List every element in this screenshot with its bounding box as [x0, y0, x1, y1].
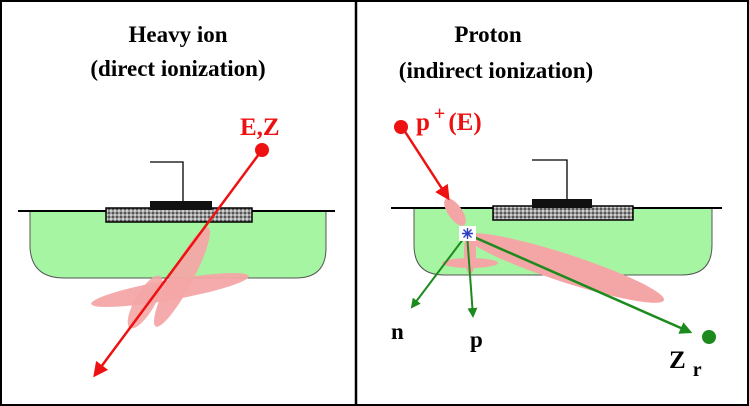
right-title-line1: Proton — [454, 22, 522, 47]
recoil-nucleus — [702, 330, 716, 344]
gate-electrode — [150, 201, 212, 210]
gate-oxide — [105, 207, 253, 223]
gate-oxide — [492, 205, 634, 221]
proton-source — [394, 120, 408, 134]
heavy-ion-label: E,Z — [240, 114, 280, 141]
secondary-proton-label: p — [470, 327, 483, 352]
left-panel: Heavy ion (direct ionization) E,Z — [18, 22, 335, 378]
gate-contact-wire — [150, 161, 184, 201]
left-title-line2: (direct ionization) — [90, 56, 265, 81]
proton-label: p+(E) — [416, 103, 482, 136]
gate-contact-wire — [532, 159, 568, 199]
heavy-ion-source — [255, 143, 269, 157]
right-title-line2: (indirect ionization) — [399, 58, 593, 83]
proton-trajectory — [400, 126, 450, 201]
collision-point-icon — [459, 226, 476, 241]
recoil-trajectory — [466, 232, 693, 334]
device-substrate — [29, 210, 327, 279]
neutron-trajectory — [410, 233, 468, 309]
neutron-label: n — [391, 319, 404, 344]
left-title-line1: Heavy ion — [128, 22, 227, 47]
right-panel: Proton (indirect ionization) p+(E) — [391, 22, 722, 381]
heavy-ion-trajectory — [93, 149, 264, 378]
device-substrate — [413, 207, 713, 276]
secondary-proton-trajectory — [466, 233, 478, 318]
ionization-track — [91, 227, 249, 329]
gate-electrode — [532, 199, 592, 208]
